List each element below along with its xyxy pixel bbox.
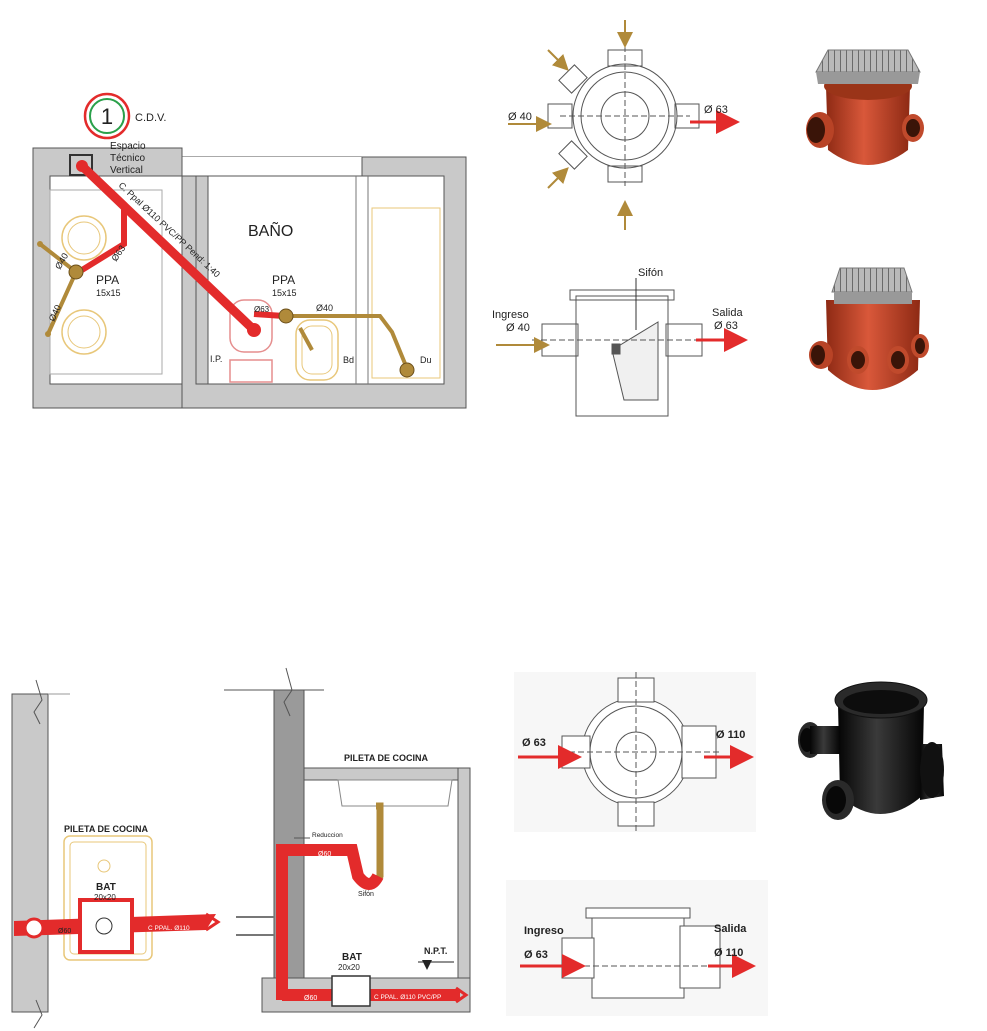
kitchen-plan-view: PILETA DE COCINA BAT 20x20 Ø60 C PPAL. Ø… [11, 679, 221, 1029]
kitchen-bat-box [78, 898, 134, 954]
d63-b: Ø63 [254, 305, 270, 314]
d40-c: Ø40 [316, 303, 333, 313]
main-pipe-red [77, 161, 259, 335]
ip-label: I.P. [210, 354, 222, 364]
bat-top-in-label: Ø 63 [522, 737, 546, 749]
bat-salida-label: Salida [714, 923, 747, 935]
room-label: BAÑO [248, 220, 293, 240]
kitchen-sink-outline [63, 835, 153, 961]
ppa-ingreso-diameter: Ø 40 [506, 322, 530, 334]
ppa-top-arrows [508, 20, 740, 230]
kitchen-section-view: PILETA DE COCINA Reduccion Ø60 Sifón BAT… [224, 667, 471, 1013]
branch-pipe-left [80, 205, 127, 273]
kitchen-section-d60-a: Ø60 [318, 851, 331, 858]
ppa-top-out-label: Ø 63 [704, 104, 728, 116]
kitchen-section-bat-box [331, 975, 371, 1007]
ppa-left-label: PPA [96, 273, 119, 287]
shower-drain [399, 362, 415, 378]
ppa-salida-label: Salida [712, 307, 743, 319]
kitchen-section-pipe-label: C PPAL. Ø110 PVC/PP [374, 994, 441, 1001]
kitchen-section-sink-label: PILETA DE COCINA [344, 753, 429, 763]
wall-right-block [181, 156, 467, 409]
ppa-top-in-label: Ø 40 [508, 111, 532, 123]
cdv-number: 1 [101, 104, 113, 129]
bat-salida-diameter: Ø 110 [714, 947, 743, 959]
kitchen-plan-bat: BAT [96, 882, 116, 893]
kitchen-section-bat: BAT [342, 952, 362, 963]
ppa-right-box [278, 308, 294, 324]
bat-ingreso-label: Ingreso [524, 925, 564, 937]
ppa-ingreso-label: Ingreso [492, 309, 529, 321]
ppa-right-label: PPA [272, 273, 295, 287]
ppa-photo-bottom [809, 267, 929, 390]
sink-top-fixture [61, 215, 107, 261]
ppa-left-size: 15x15 [96, 288, 121, 298]
ppa-sifon-label: Sifón [638, 267, 663, 279]
kitchen-section-npt: N.P.T. [424, 946, 447, 956]
bidet-fixture [295, 319, 339, 381]
ppa-right-size: 15x15 [272, 288, 297, 298]
kitchen-plan-d60: Ø60 [58, 928, 71, 935]
bat-top-out-label: Ø 110 [716, 729, 745, 741]
ppa-photo-top [806, 49, 924, 165]
ppa-left-box [68, 264, 84, 280]
kitchen-section-bat-size: 20x20 [338, 963, 360, 972]
tech-space-line1: Espacio [110, 141, 146, 152]
toilet-fixture [229, 299, 273, 353]
kitchen-plan-sink-label: PILETA DE COCINA [64, 824, 149, 834]
kitchen-section-d60-b: Ø60 [304, 995, 317, 1002]
bat-ingreso-diameter: Ø 63 [524, 949, 548, 961]
tech-space-line2: Técnico [110, 153, 145, 164]
kitchen-section-sink [337, 779, 453, 807]
tech-space-line3: Vertical [110, 165, 143, 176]
cdv-label: C.D.V. [135, 112, 166, 124]
kitchen-section-reduccion: Reduccion [312, 832, 343, 839]
kitchen-plan-bat-size: 20x20 [94, 893, 116, 902]
ppa-top-view [547, 46, 700, 186]
bathroom-floor-plan: 1 C.D.V. Espacio Técnico Vertical C. Ppa… [32, 92, 467, 409]
kitchen-plan-pipe-label: C PPAL. Ø110 [148, 925, 190, 932]
sink-bottom-fixture [61, 309, 107, 355]
kitchen-drain-pipe [276, 844, 384, 1000]
bd-label: Bd [343, 355, 354, 365]
cdv-badge [83, 92, 131, 140]
bat-photo [798, 681, 944, 820]
bat-section-view [506, 880, 768, 1016]
bat-top-view [514, 672, 756, 832]
ppa-section-view [532, 278, 710, 417]
du-label: Du [420, 355, 432, 365]
kitchen-section-sifon: Sifón [358, 891, 374, 898]
ppa-salida-diameter: Ø 63 [714, 320, 738, 332]
